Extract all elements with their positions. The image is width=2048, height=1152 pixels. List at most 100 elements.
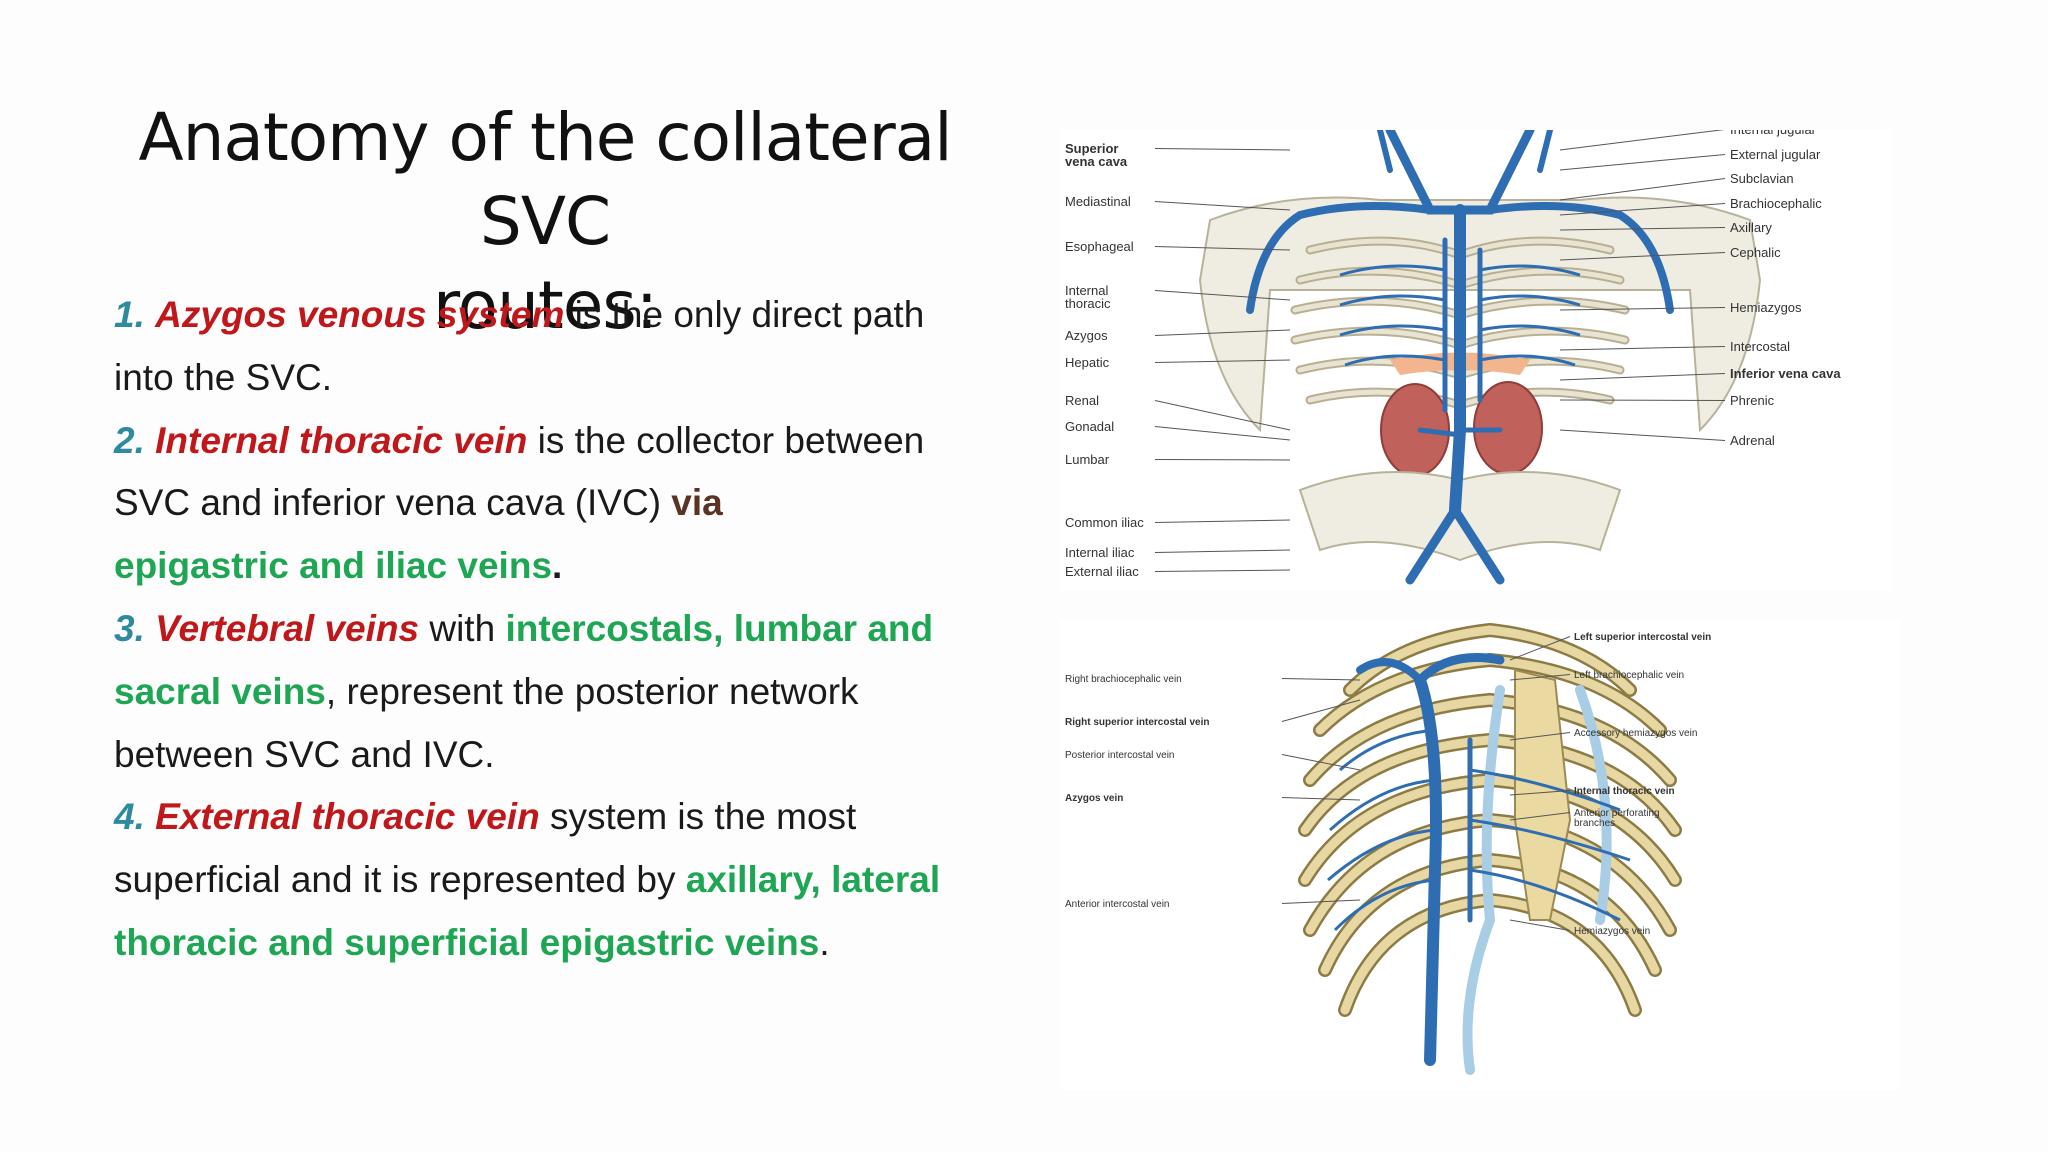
leader-line: [1559, 372, 1726, 381]
leader-line: [1559, 202, 1726, 216]
item-number: 1.: [114, 294, 145, 335]
item-text: is the collector between SVC and inferio…: [114, 419, 925, 524]
leader-line: [1281, 797, 1361, 801]
anatomy-label: Right brachiocephalic vein: [1065, 674, 1182, 685]
anatomy-label: Esophageal: [1065, 239, 1134, 254]
leader-line: [1509, 674, 1571, 681]
anatomy-label: Subclavian: [1730, 171, 1794, 186]
figure1-right-labels: Internal jugularExternal jugularSubclavi…: [1559, 130, 1841, 448]
anatomy-label: Left superior intercostal vein: [1574, 632, 1711, 643]
leader-line: [1281, 678, 1361, 681]
anatomy-label: Adrenal: [1730, 433, 1775, 448]
item-number: 3.: [114, 607, 145, 649]
anatomy-label: Inferior vena cava: [1730, 366, 1841, 381]
item-number: 2.: [114, 419, 145, 461]
leader-line: [1154, 569, 1291, 572]
anatomy-label: Mediastinal: [1065, 194, 1131, 209]
item-highlight: axillary, lateral thoracic and superfici…: [114, 859, 941, 963]
leader-line: [1154, 359, 1291, 363]
anatomy-label: Renal: [1065, 393, 1099, 408]
anatomy-label: Hepatic: [1065, 355, 1110, 370]
anatomy-label: Intercostal: [1730, 339, 1790, 354]
anatomy-label: Brachiocephalic: [1730, 196, 1822, 211]
leader-line: [1154, 200, 1291, 211]
anatomy-label: Azygos vein: [1065, 793, 1123, 804]
leader-line: [1559, 130, 1725, 151]
list-item: 2. Internal thoracic vein is the collect…: [114, 410, 994, 598]
anatomy-label: Hemiazygos: [1730, 300, 1802, 315]
anatomy-label: Phrenic: [1730, 393, 1775, 408]
leader-line: [1154, 425, 1291, 441]
leader-line: [1154, 147, 1291, 151]
anatomy-label: Internal thoracic vein: [1574, 786, 1675, 797]
item-term: Azygos venous system: [155, 294, 565, 335]
slide-title: Anatomy of the collateral SVC routes:: [70, 96, 1020, 348]
item-term: Vertebral veins: [155, 607, 420, 649]
anatomy-label: Gonadal: [1065, 419, 1114, 434]
leader-line: [1559, 153, 1726, 171]
anatomy-label: Axillary: [1730, 220, 1772, 235]
leader-line: [1559, 177, 1726, 201]
leader-line: [1154, 519, 1291, 523]
item-term: External thoracic vein: [155, 796, 540, 838]
item-text: is the only direct path into the SVC.: [114, 294, 925, 398]
leader-line: [1509, 790, 1571, 796]
anatomy-label: Hemiazygos vein: [1574, 926, 1650, 937]
item-end: .: [552, 545, 563, 587]
leader-line: [1154, 549, 1291, 553]
item-highlight: epigastric and iliac veins: [114, 545, 553, 587]
leader-line: [1509, 812, 1571, 821]
anatomy-label: External iliac: [1065, 564, 1139, 579]
title-line-1: Anatomy of the collateral SVC: [138, 99, 952, 260]
anatomy-label: Common iliac: [1065, 515, 1144, 530]
anatomy-label: Accessory hemiazygos vein: [1574, 728, 1697, 739]
list-item: 3. Vertebral veins with intercostals, lu…: [114, 598, 994, 786]
item-term: Internal thoracic vein: [155, 419, 528, 461]
leader-line: [1509, 919, 1571, 931]
leader-line: [1281, 754, 1361, 771]
anatomy-label: Internal jugular: [1730, 130, 1817, 137]
anatomy-label: Left brachiocephalic vein: [1574, 670, 1684, 681]
leader-line: [1509, 636, 1571, 661]
leader-line: [1281, 899, 1361, 904]
leader-line: [1509, 732, 1571, 741]
item-text-b: , represent the posterior network betwee…: [114, 670, 859, 775]
item-via: via: [671, 482, 723, 524]
anatomy-label: Posterior intercostal vein: [1065, 750, 1175, 761]
item-number: 4.: [114, 796, 145, 838]
title-line-2: routes:: [433, 267, 658, 344]
anatomy-label: Cephalic: [1730, 245, 1781, 260]
anatomy-label: Internal iliac: [1065, 545, 1135, 560]
leader-line: [1559, 251, 1726, 261]
leader-line: [1559, 345, 1726, 351]
leader-line: [1559, 226, 1726, 231]
leader-line: [1281, 699, 1361, 722]
anatomy-label: Right superior intercostal vein: [1065, 717, 1209, 728]
anatomy-label: Azygos: [1065, 328, 1108, 343]
item-highlight: intercostals, lumbar and sacral veins: [114, 607, 934, 712]
anatomy-label: External jugular: [1730, 147, 1821, 162]
leader-line: [1154, 289, 1291, 301]
leader-line: [1559, 429, 1726, 441]
leader-line: [1154, 458, 1291, 461]
list-item: 1. Azygos venous system is the only dire…: [114, 284, 994, 410]
item-text: system is the most superficial and it is…: [114, 796, 857, 901]
leader-line: [1154, 329, 1291, 336]
item-end: .: [819, 921, 830, 963]
leader-line: [1154, 399, 1291, 431]
leader-line: [1559, 306, 1726, 311]
item-text: with: [419, 607, 506, 649]
anatomy-label: Anterior intercostal vein: [1065, 899, 1170, 910]
collateral-routes-list: 1. Azygos venous system is the only dire…: [114, 284, 994, 975]
